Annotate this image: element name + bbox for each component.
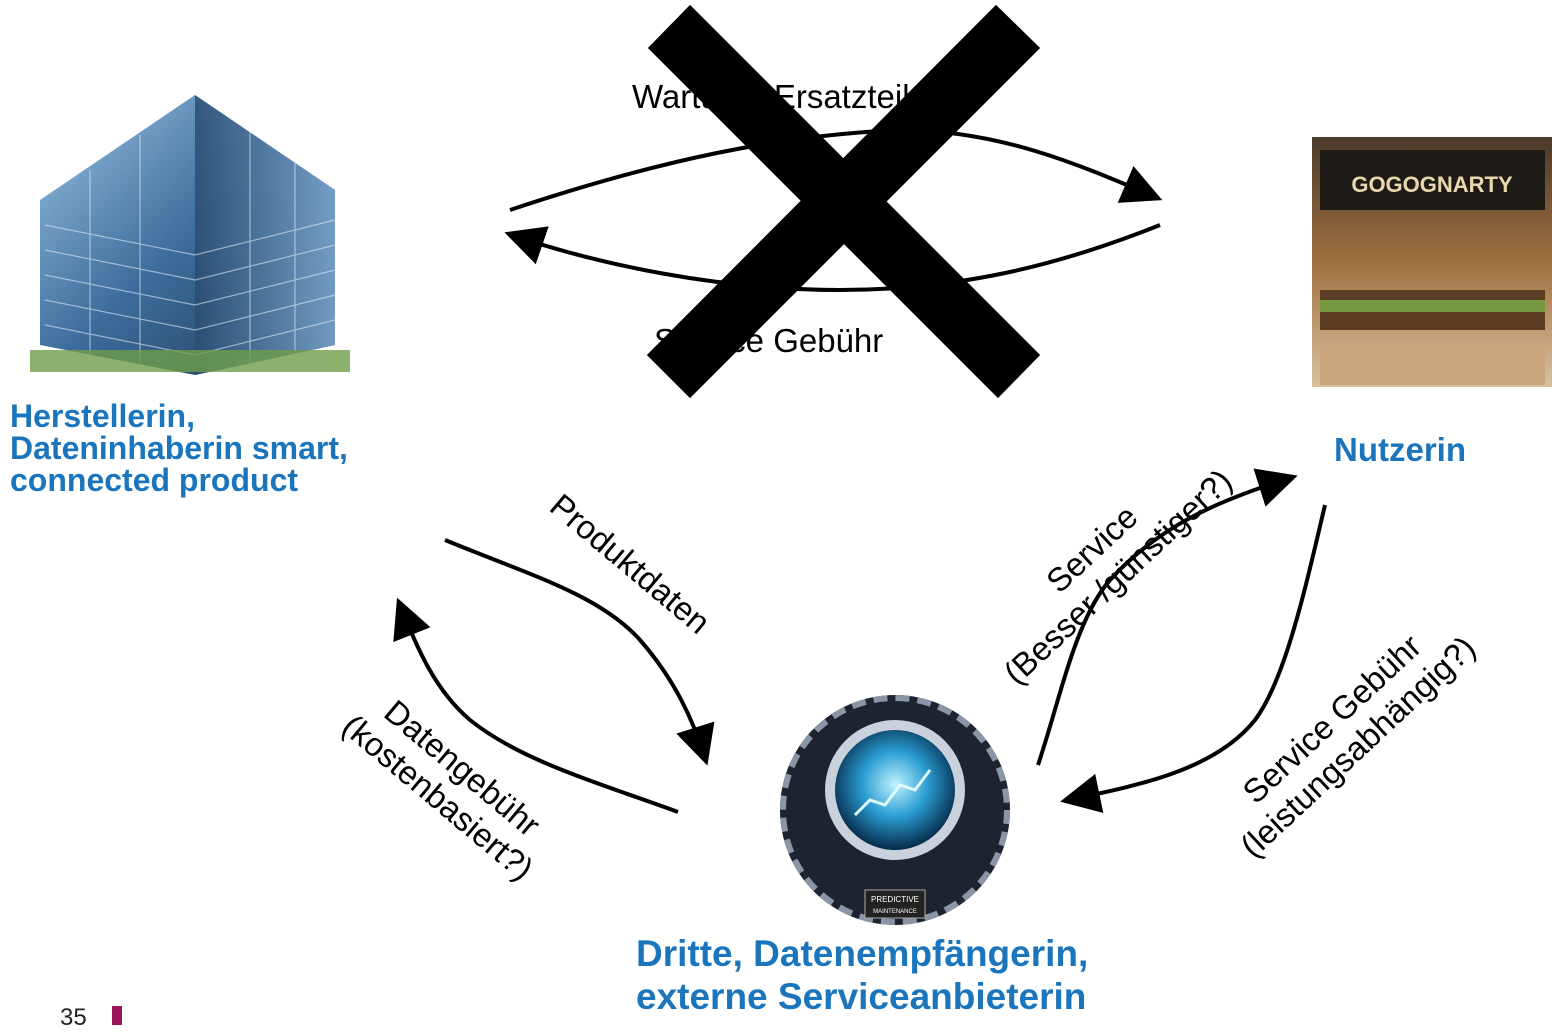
manufacturer-label-line: connected product	[10, 462, 299, 498]
page-number: 35	[60, 1004, 87, 1031]
edge-label-service-fee-top: Service Gebühr	[654, 322, 884, 359]
manufacturer-label-line: Herstellerin,	[10, 398, 195, 434]
third-party-label-line: Dritte, Datenempfängerin,	[636, 933, 1089, 974]
restaurant-sign: GOGOGNARTY	[1351, 172, 1513, 197]
user-label-line: Nutzerin	[1334, 431, 1466, 468]
manufacturer-label-line: Dateninhaberin smart,	[10, 430, 348, 466]
emblem-text-line-1: PREDICTIVE	[871, 895, 919, 904]
manufacturer-label: Herstellerin, Dateninhaberin smart, conn…	[10, 400, 348, 496]
arrow-third-party-to-user	[1036, 468, 1298, 766]
emblem-text-line-2: MAINTENANCE	[873, 909, 917, 915]
page-marker	[112, 1006, 122, 1025]
arrow-third-party-to-manufacturer	[393, 597, 679, 814]
third-party-label-line: externe Serviceanbieterin	[636, 975, 1087, 1017]
third-party-label: Dritte, Datenempfängerin, externe Servic…	[636, 933, 1088, 1018]
edge-label-maintenance: Wartung, Ersatzteile	[632, 78, 928, 115]
arrow-manufacturer-to-third-party	[444, 538, 715, 766]
predictive-maintenance-emblem: PREDICTIVE MAINTENANCE	[780, 695, 1010, 925]
user-label: Nutzerin	[1334, 433, 1466, 466]
arrow-user-to-third-party	[1060, 504, 1327, 814]
office-building-image	[30, 95, 350, 375]
restaurant-image: GOGOGNARTY	[1312, 137, 1552, 387]
